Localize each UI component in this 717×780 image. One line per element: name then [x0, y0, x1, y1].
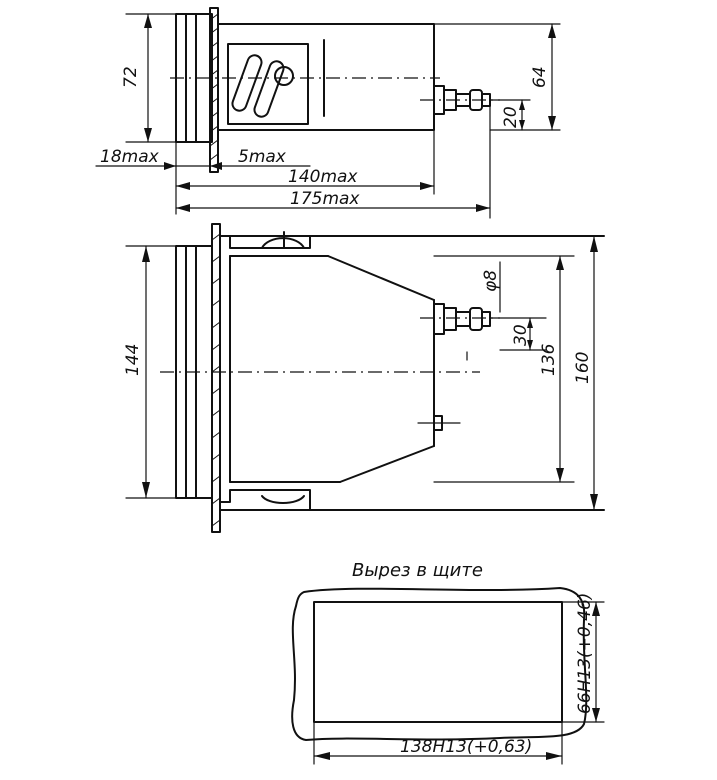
terminal-side — [420, 303, 500, 335]
dim-136: 136 — [539, 343, 559, 376]
flange-hatch-side — [211, 233, 221, 527]
dim-144: 144 — [123, 344, 143, 376]
dim-160: 160 — [573, 352, 593, 384]
dim-5max: 5max — [238, 147, 287, 167]
dim-phi8: φ8 — [481, 270, 501, 292]
top-view: 72 64 20 18max 5max 140max 175max — [95, 7, 561, 219]
dim-20: 20 — [501, 106, 521, 128]
dim-175max: 175max — [290, 189, 360, 209]
dim-64: 64 — [530, 66, 550, 88]
dim-72: 72 — [121, 66, 141, 88]
terminal-top — [420, 85, 500, 115]
dim-cutout-height: 66H13(+0,46) — [575, 593, 595, 714]
panel-cutout: Вырез в щите 138H13(+0,63) 66H13(+0,46) — [291, 560, 605, 765]
flange-hatch-top — [209, 13, 219, 161]
dim-cutout-width: 138H13(+0,63) — [400, 737, 532, 757]
cutout-title: Вырез в щите — [352, 560, 483, 581]
dim-140max: 140max — [288, 167, 358, 187]
dim-18max: 18max — [100, 147, 160, 167]
dim-30: 30 — [511, 324, 531, 346]
side-view: 144 φ8 30 136 160 — [123, 223, 605, 533]
